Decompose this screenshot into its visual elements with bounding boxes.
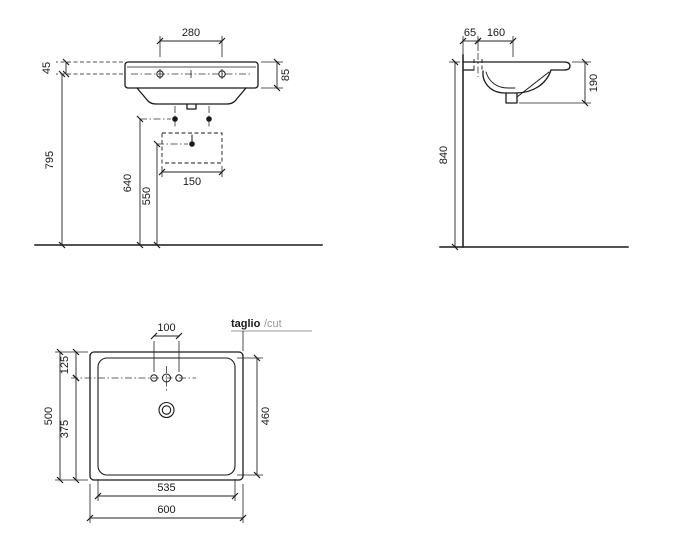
dim-label-500: 500 — [43, 407, 55, 425]
front-drain-box — [161, 132, 223, 164]
cut-label-secondary: /cut — [264, 318, 282, 330]
drain-outer-circle — [158, 401, 175, 419]
plan-view: 100 taglio /cut 125 375 500 460 — [43, 318, 312, 523]
plan-inner-rim — [97, 357, 236, 476]
front-faucet-hole-left — [156, 69, 164, 79]
drain-point — [189, 141, 195, 147]
plan-drain — [158, 401, 175, 419]
dim-front-rim-height: 85 — [261, 58, 292, 92]
front-view: 280 45 85 795 640 — [34, 27, 323, 249]
dim-front-top-to-holes: 45 — [41, 58, 123, 78]
fixing-bolt-point — [206, 116, 212, 122]
dim-plan-hole-spacing: 100 — [150, 322, 183, 372]
dim-label-190: 190 — [588, 74, 600, 92]
front-basin-bowl — [136, 87, 247, 105]
dim-label-125: 125 — [59, 356, 71, 374]
front-drain-stub — [186, 103, 197, 110]
dim-front-fixing-box-width: 150 — [158, 166, 226, 188]
dim-side-top-offsets: 65 160 — [459, 27, 517, 57]
drain-zone-rect — [161, 132, 223, 164]
dim-label-795: 795 — [44, 151, 56, 169]
plan-faucet-holes — [71, 366, 196, 391]
dim-label-640: 640 — [122, 174, 134, 192]
dim-front-floor-to-drain: 550 — [141, 140, 188, 249]
dim-side-basin-height: 190 — [519, 58, 600, 107]
dim-label-85: 85 — [280, 69, 292, 81]
side-bowl-outer — [482, 69, 552, 94]
front-basin-rim — [124, 61, 259, 89]
plan-cut-callout: taglio /cut — [231, 318, 312, 351]
dim-label-600: 600 — [157, 504, 175, 516]
side-view: 65 160 190 840 — [438, 27, 629, 251]
dim-front-floor-to-holes: 795 — [44, 70, 66, 249]
dim-label-65: 65 — [464, 27, 476, 39]
plan-outer-edge — [89, 351, 244, 481]
dim-label-535: 535 — [157, 482, 175, 494]
dim-plan-left-depths: 125 375 500 — [43, 348, 88, 484]
dim-label-460: 460 — [260, 407, 272, 425]
dim-label-100: 100 — [157, 322, 175, 334]
side-bowl-inner — [485, 71, 516, 89]
side-rim-profile — [462, 61, 571, 71]
front-faucet-hole-right — [218, 69, 226, 79]
dim-front-floor-to-fixings: 640 — [122, 115, 171, 249]
drain-inner-circle — [161, 405, 172, 415]
front-basin — [124, 61, 259, 110]
side-popup-rod — [516, 71, 550, 98]
side-drain-stub — [505, 92, 518, 104]
dim-plan-bottom-widths: 535 600 — [86, 479, 247, 523]
dim-label-160: 160 — [487, 27, 505, 39]
cut-label-primary: taglio — [231, 318, 261, 330]
fixing-bolt-point — [172, 116, 178, 122]
dim-label-375: 375 — [59, 420, 71, 438]
dim-label-550: 550 — [141, 187, 153, 205]
dim-side-floor-to-top: 840 — [438, 58, 460, 251]
dim-plan-inner-depth: 460 — [237, 354, 272, 479]
dim-label-280: 280 — [182, 27, 200, 39]
dim-front-hole-spacing: 280 — [156, 27, 226, 57]
dim-label-150: 150 — [183, 176, 201, 188]
dim-label-45: 45 — [41, 62, 53, 74]
front-fixing-bolts — [172, 106, 212, 127]
dim-label-840: 840 — [438, 146, 450, 164]
side-basin-profile — [462, 53, 571, 104]
